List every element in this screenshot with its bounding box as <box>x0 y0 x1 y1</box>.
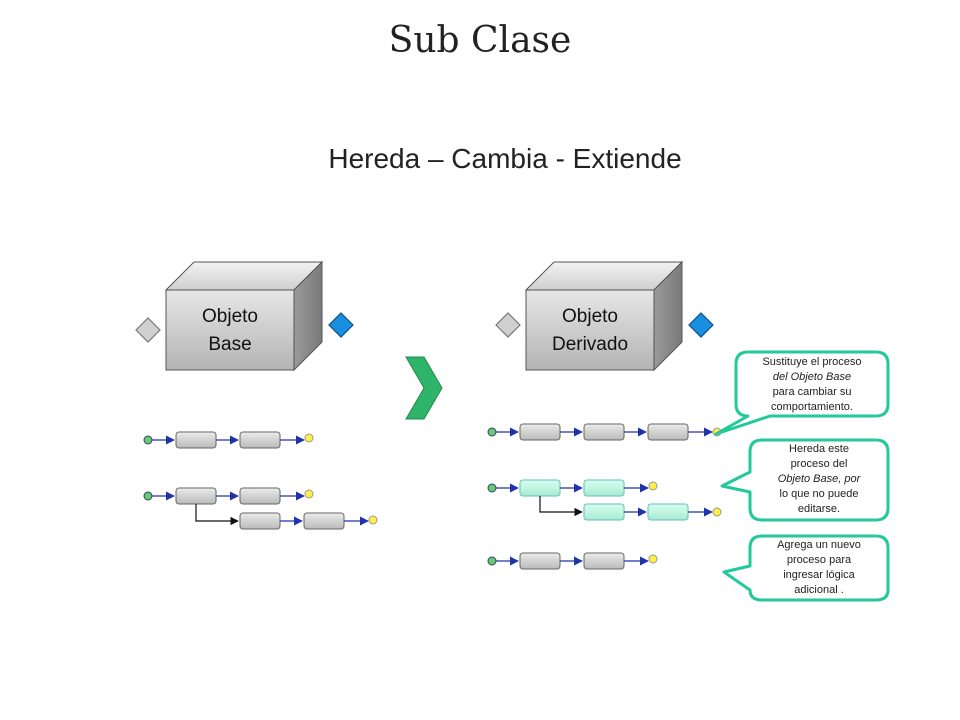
callout-extend: Agrega un nuevo proceso para ingresar ló… <box>722 534 890 602</box>
callout-extend-line3: ingresar lógica <box>783 569 855 581</box>
derived-process-flow-1 <box>487 423 722 441</box>
derived-object-label-line1: Objeto <box>562 306 618 327</box>
chevron-right-icon <box>405 356 443 420</box>
base-object-label-line1: Objeto <box>202 306 258 327</box>
callout-inherit-line1: Hereda este <box>789 443 849 455</box>
base-object-cube: Objeto Base <box>164 260 324 372</box>
callout-inherit: Hereda este proceso del Objeto Base, por… <box>720 438 890 522</box>
callout-substitute-line4: comportamiento. <box>771 401 853 413</box>
callout-inherit-line3: Objeto Base, por <box>778 473 862 485</box>
callout-inherit-line4: lo que no puede <box>780 488 859 500</box>
derived-input-diamond-icon <box>495 312 521 338</box>
base-process-flow-1 <box>143 431 314 449</box>
callout-substitute-line1: Sustituye el proceso <box>762 356 861 368</box>
callout-inherit-line2: proceso del <box>791 458 848 470</box>
callout-extend-line2: proceso para <box>787 554 852 566</box>
derived-output-diamond-icon <box>688 312 714 338</box>
derived-object-cube: Objeto Derivado <box>524 260 684 372</box>
base-object-label-line2: Base <box>208 334 251 355</box>
callout-substitute: Sustituye el proceso del Objeto Base par… <box>714 350 890 436</box>
base-input-diamond-icon <box>135 317 161 343</box>
page-subtitle: Hereda – Cambia - Extiende <box>328 143 682 174</box>
derived-process-flow-2 <box>487 479 722 521</box>
callout-inherit-line5: editarse. <box>798 503 840 515</box>
derived-object-label-line2: Derivado <box>552 334 628 355</box>
base-process-flow-2 <box>143 487 378 530</box>
page-title: Sub Clase <box>388 20 572 61</box>
base-output-diamond-icon <box>328 312 354 338</box>
callout-extend-line4: adicional . <box>794 584 844 596</box>
callout-extend-line1: Agrega un nuevo <box>777 539 861 551</box>
callout-substitute-line3: para cambiar su <box>773 386 852 398</box>
callout-substitute-line2: del Objeto Base <box>773 371 851 383</box>
derived-process-flow-3 <box>487 552 658 570</box>
